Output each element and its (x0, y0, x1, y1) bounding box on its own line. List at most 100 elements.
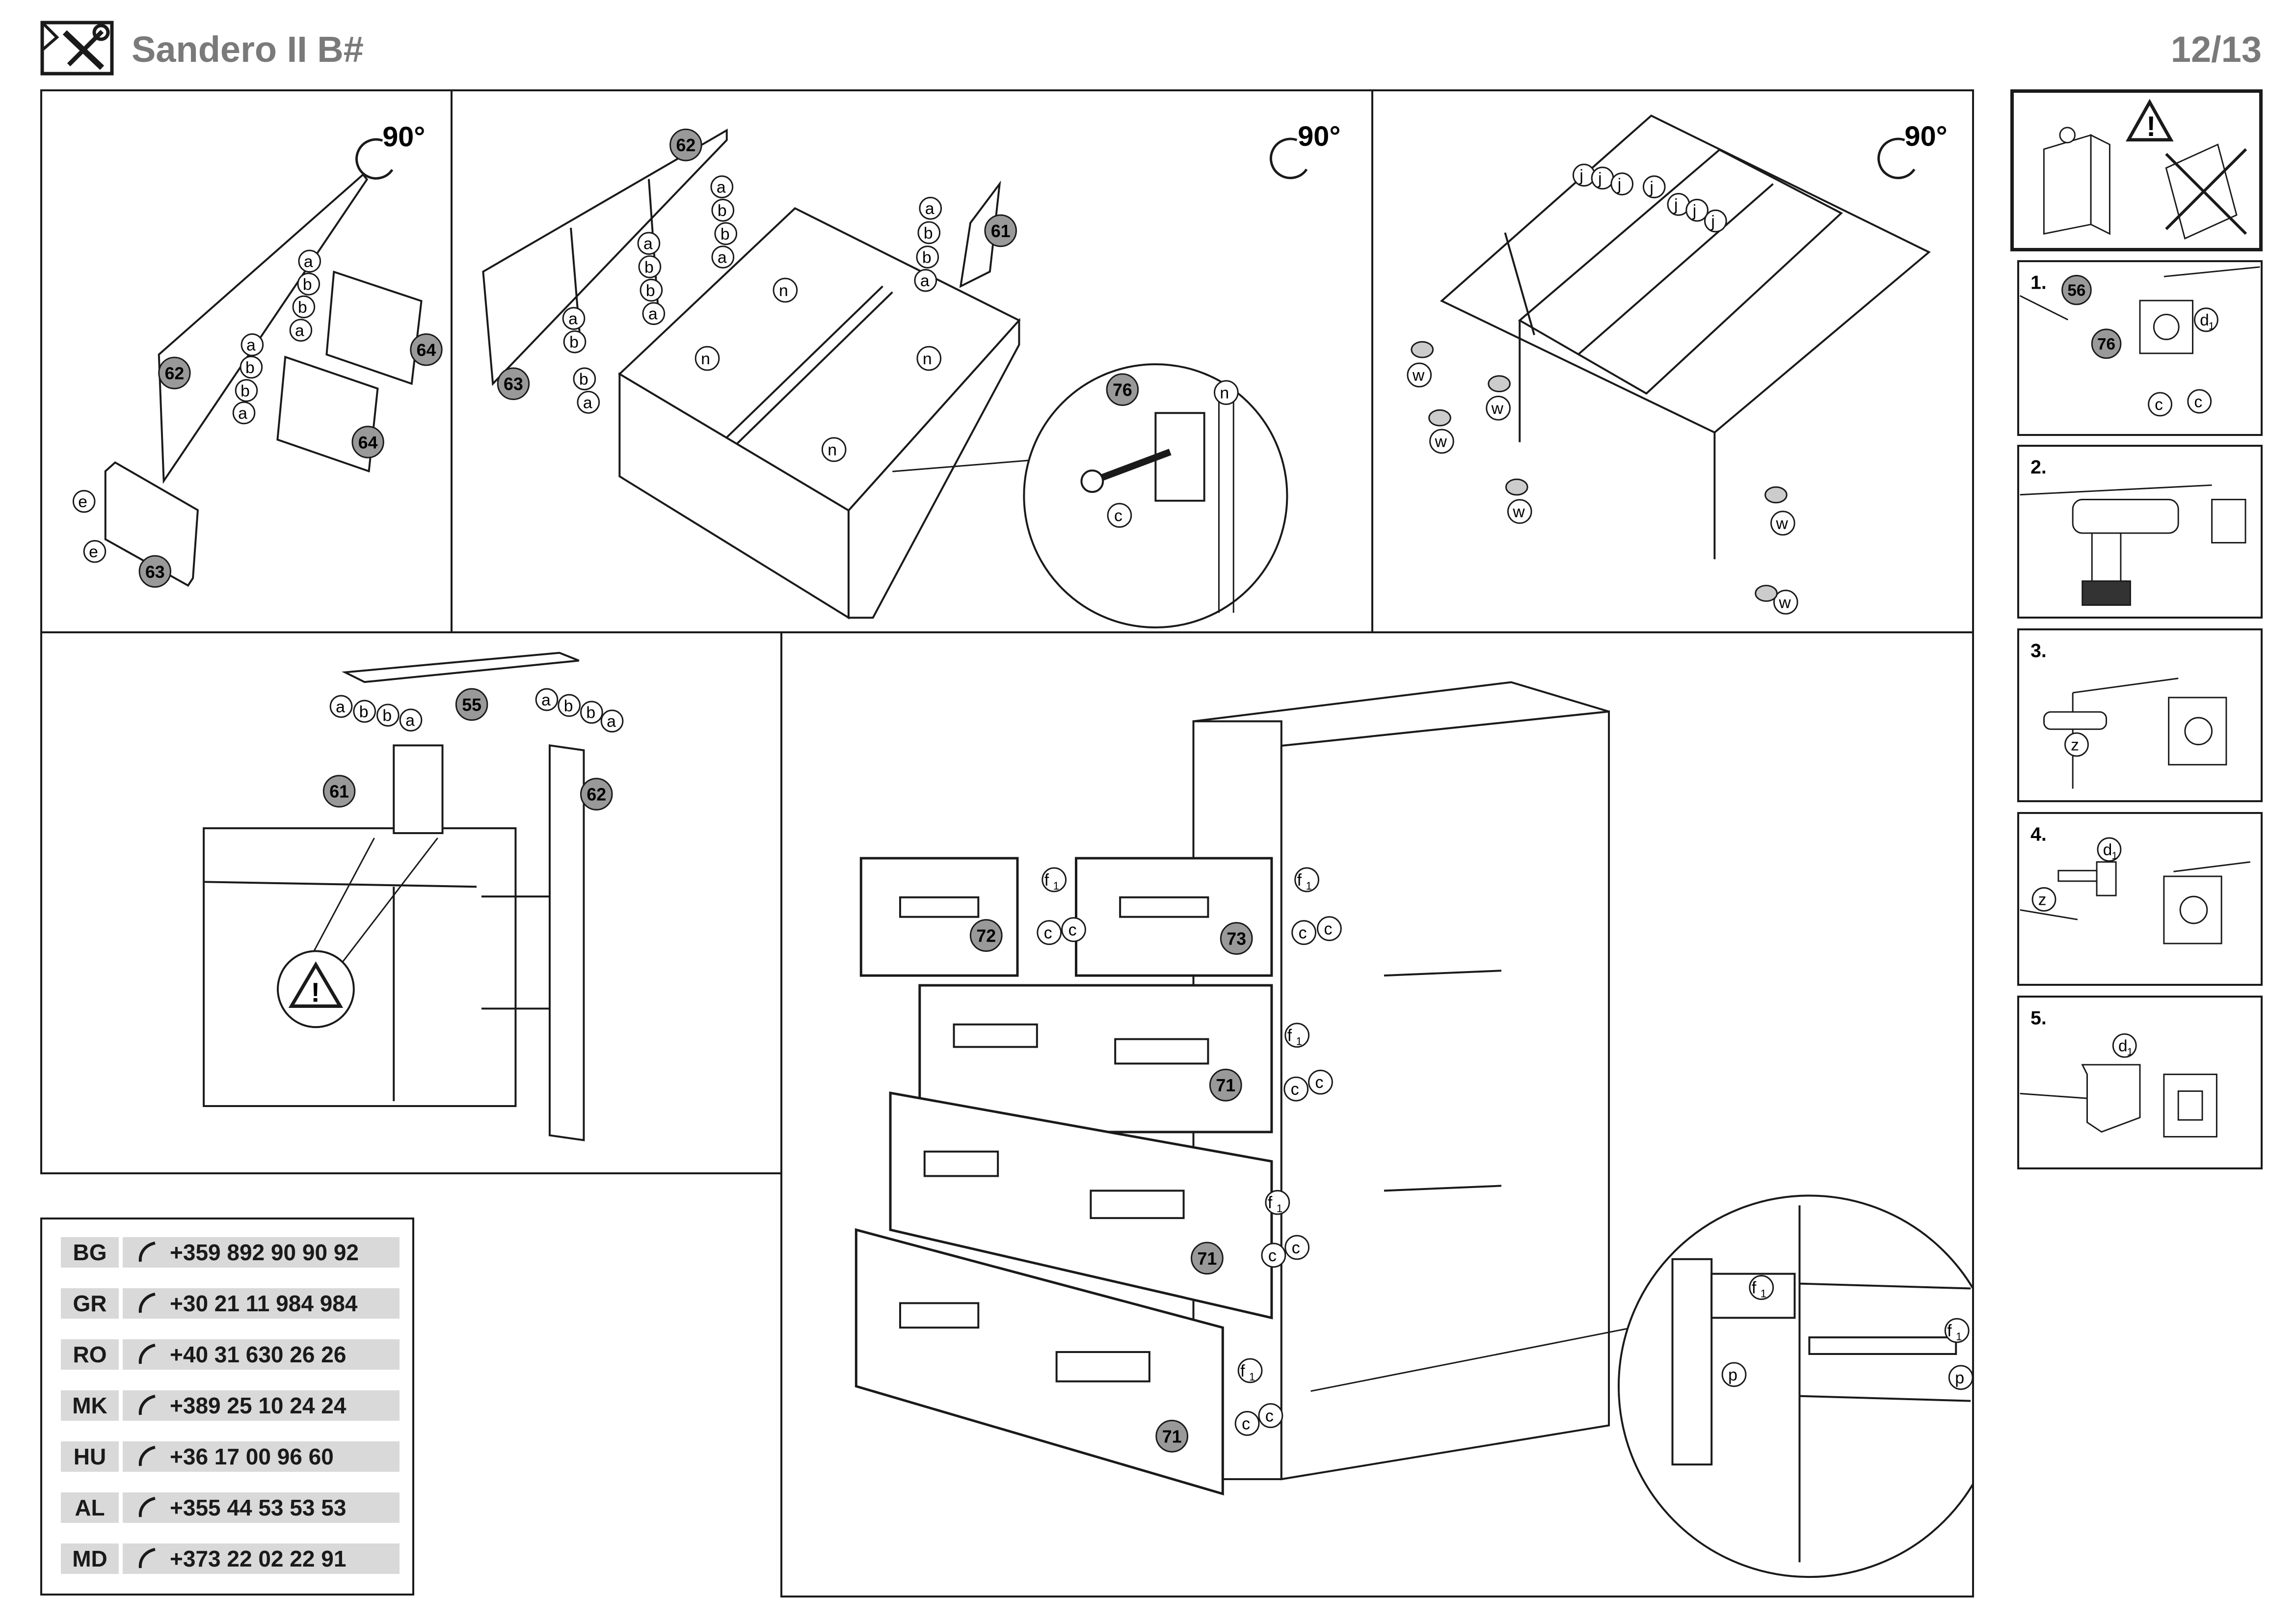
rotate-90-icon: 90° (355, 121, 425, 180)
svg-text:1: 1 (1306, 880, 1312, 892)
svg-text:a: a (405, 711, 415, 730)
svg-text:c: c (1324, 920, 1332, 938)
svg-text:b: b (579, 370, 588, 389)
svg-text:56: 56 (2067, 281, 2085, 299)
svg-text:c: c (1265, 1407, 1274, 1425)
country-code: MK (61, 1390, 119, 1421)
phone-icon (138, 1293, 156, 1313)
svg-text:a: a (718, 248, 727, 267)
drawer-73 (1075, 857, 1273, 977)
svg-text:76: 76 (2097, 335, 2115, 353)
country-code: RO (61, 1339, 119, 1370)
page-number: 12/13 (2170, 29, 2262, 70)
svg-text:w: w (1512, 503, 1525, 521)
svg-text:c: c (2194, 393, 2202, 411)
svg-text:c: c (1291, 1080, 1299, 1099)
svg-text:b: b (721, 225, 730, 244)
step-panel-feet-assembly: 90° j j j j j j j w w w w w w (1371, 89, 1974, 633)
svg-text:c: c (1068, 920, 1077, 939)
step-panel-top-assembly: ! a b b a a b b a 55 61 62 (40, 631, 782, 1174)
svg-text:e: e (78, 493, 87, 511)
phone-number: +359 892 90 90 92 (170, 1240, 359, 1265)
country-code: BG (61, 1237, 119, 1268)
svg-text:1: 1 (1249, 1371, 1255, 1383)
phone-icon (138, 1446, 156, 1466)
svg-text:63: 63 (504, 375, 523, 394)
svg-text:61: 61 (991, 221, 1011, 241)
rotate-90-icon: 90° (1270, 121, 1340, 179)
svg-text:n: n (779, 281, 788, 300)
phone-number: +36 17 00 96 60 (170, 1444, 334, 1469)
svg-text:1: 1 (1053, 880, 1059, 892)
svg-text:c: c (1044, 923, 1052, 942)
svg-text:3.: 3. (2030, 641, 2047, 662)
svg-text:n: n (1220, 383, 1229, 402)
svg-text:f: f (1268, 1193, 1273, 1212)
svg-text:a: a (920, 271, 930, 290)
svg-text:d: d (2118, 1037, 2127, 1055)
contact-row: HU +36 17 00 96 60 (61, 1441, 400, 1472)
svg-text:d: d (2103, 841, 2112, 859)
wall-fixing-warning-panel: ! (2010, 89, 2263, 251)
svg-text:j: j (1710, 212, 1715, 231)
svg-text:64: 64 (417, 340, 436, 360)
svg-text:1: 1 (1761, 1287, 1766, 1299)
svg-text:z: z (2071, 736, 2079, 754)
svg-text:j: j (1674, 195, 1678, 214)
contact-row: AL +355 44 53 53 53 (61, 1492, 400, 1523)
svg-text:b: b (240, 382, 250, 400)
svg-text:4.: 4. (2030, 824, 2047, 845)
svg-text:w: w (1435, 433, 1447, 451)
svg-text:c: c (1292, 1239, 1300, 1257)
svg-text:a: a (238, 405, 247, 423)
svg-text:62: 62 (587, 785, 606, 805)
country-code: AL (61, 1492, 119, 1523)
wall-fixing-step-2: 2. (2017, 445, 2263, 619)
svg-text:61: 61 (329, 782, 349, 802)
svg-text:1: 1 (1277, 1202, 1282, 1215)
contact-row: RO +40 31 630 26 26 (61, 1339, 400, 1370)
step-panel-carcass-assembly: 90° n c n n n n a b b a (451, 89, 1373, 633)
svg-text:c: c (1315, 1073, 1324, 1092)
warning-triangle-icon: ! (276, 950, 355, 1029)
svg-text:a: a (336, 698, 345, 716)
svg-text:c: c (1299, 923, 1307, 942)
document-title: Sandero II B# (132, 29, 364, 70)
svg-text:b: b (924, 224, 933, 243)
phone-icon (138, 1344, 156, 1364)
warning-triangle-icon: ! (2125, 99, 2174, 142)
step-panel-side-assembly: 90° a b b a a b b a e e 62 64 64 63 (40, 89, 453, 633)
svg-text:71: 71 (1162, 1427, 1182, 1446)
svg-text:d: d (2200, 311, 2209, 329)
phone-number: +389 25 10 24 24 (170, 1393, 347, 1418)
svg-text:f: f (1947, 1322, 1952, 1340)
rotation-label: 90° (1905, 121, 1948, 152)
country-code: GR (61, 1288, 119, 1319)
svg-text:62: 62 (676, 135, 695, 155)
svg-text:a: a (541, 691, 551, 709)
svg-text:n: n (701, 350, 710, 368)
contact-row: BG +359 892 90 90 92 (61, 1237, 400, 1268)
svg-text:a: a (717, 178, 726, 196)
svg-text:71: 71 (1216, 1076, 1235, 1095)
svg-text:j: j (1692, 201, 1697, 220)
svg-text:c: c (1114, 507, 1122, 525)
svg-text:b: b (644, 258, 654, 276)
tools-icon (40, 21, 114, 76)
svg-text:b: b (359, 703, 369, 721)
svg-text:1: 1 (1956, 1330, 1962, 1343)
svg-text:71: 71 (1197, 1249, 1217, 1269)
svg-text:j: j (1649, 178, 1654, 196)
svg-text:w: w (1412, 366, 1425, 385)
svg-text:55: 55 (462, 695, 481, 715)
svg-text:!: ! (2146, 111, 2156, 142)
svg-text:73: 73 (1227, 929, 1246, 948)
service-contacts: BG +359 892 90 90 92 GR +30 21 11 984 98… (40, 1218, 414, 1596)
svg-text:w: w (1778, 593, 1791, 612)
svg-text:e: e (89, 543, 98, 561)
svg-text:a: a (583, 393, 592, 412)
svg-text:c: c (1268, 1246, 1277, 1265)
